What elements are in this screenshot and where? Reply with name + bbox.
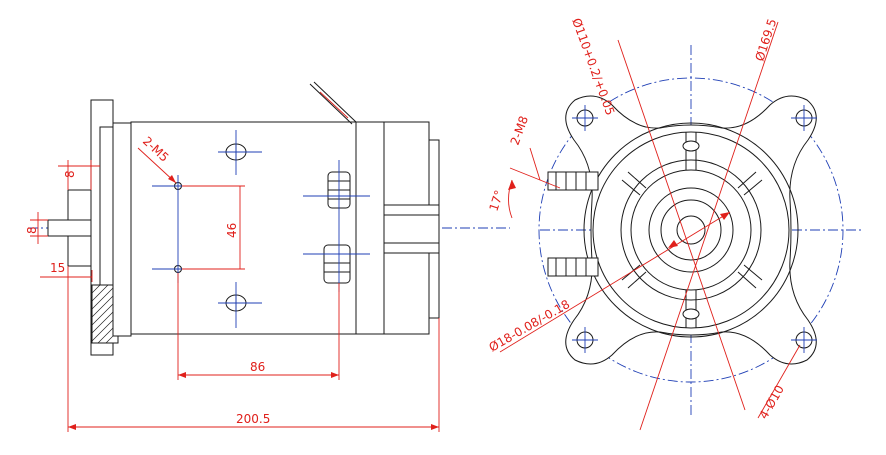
rear-bearing-boss bbox=[383, 204, 440, 254]
shaft bbox=[47, 219, 92, 237]
pcd-circle bbox=[538, 77, 844, 383]
body-circle-6 bbox=[660, 199, 722, 261]
body-circle-5 bbox=[648, 187, 734, 273]
body-circle-4 bbox=[630, 169, 752, 291]
body-circle-3 bbox=[620, 159, 762, 301]
dim-8-left: 8 bbox=[25, 226, 39, 234]
dim-angle-17: 17° bbox=[487, 188, 507, 213]
end-cap bbox=[355, 121, 385, 335]
dim-200-5: 200.5 bbox=[236, 412, 270, 426]
bolt-bottom bbox=[682, 308, 700, 320]
dim-8-top: 8 bbox=[63, 170, 77, 178]
cable bbox=[309, 83, 353, 125]
body-circle-2 bbox=[592, 131, 790, 329]
mount-hole-tl bbox=[572, 105, 598, 131]
dim-dia-169-5: Ø169.5 bbox=[753, 17, 780, 63]
ribs bbox=[621, 132, 763, 328]
terminal-bottom bbox=[323, 244, 351, 284]
screw-head-top bbox=[218, 130, 262, 175]
mount-hole-br bbox=[791, 327, 817, 353]
front-view bbox=[538, 45, 862, 415]
screw-head-bottom bbox=[218, 282, 262, 328]
mount-hole-tr bbox=[791, 105, 817, 131]
side-view bbox=[28, 81, 510, 356]
dim-86: 86 bbox=[250, 360, 265, 374]
dim-15: 15 bbox=[50, 261, 65, 275]
front-terminal-bottom bbox=[547, 257, 599, 277]
body-circle-outer bbox=[583, 122, 799, 338]
dim-2m8: 2-M8 bbox=[508, 114, 531, 147]
dim-holes-4x10: 4-Ø10 bbox=[756, 383, 786, 422]
flange-outline bbox=[565, 95, 817, 365]
front-terminal-top bbox=[547, 171, 599, 191]
adapter-ring bbox=[112, 122, 132, 337]
shaft-circle bbox=[676, 215, 706, 245]
mount-hole-bl bbox=[572, 327, 598, 353]
dim-dia-18: Ø18-0.08/-0.18 bbox=[487, 297, 573, 355]
bolt-top bbox=[682, 140, 700, 152]
dim-46: 46 bbox=[225, 223, 239, 238]
